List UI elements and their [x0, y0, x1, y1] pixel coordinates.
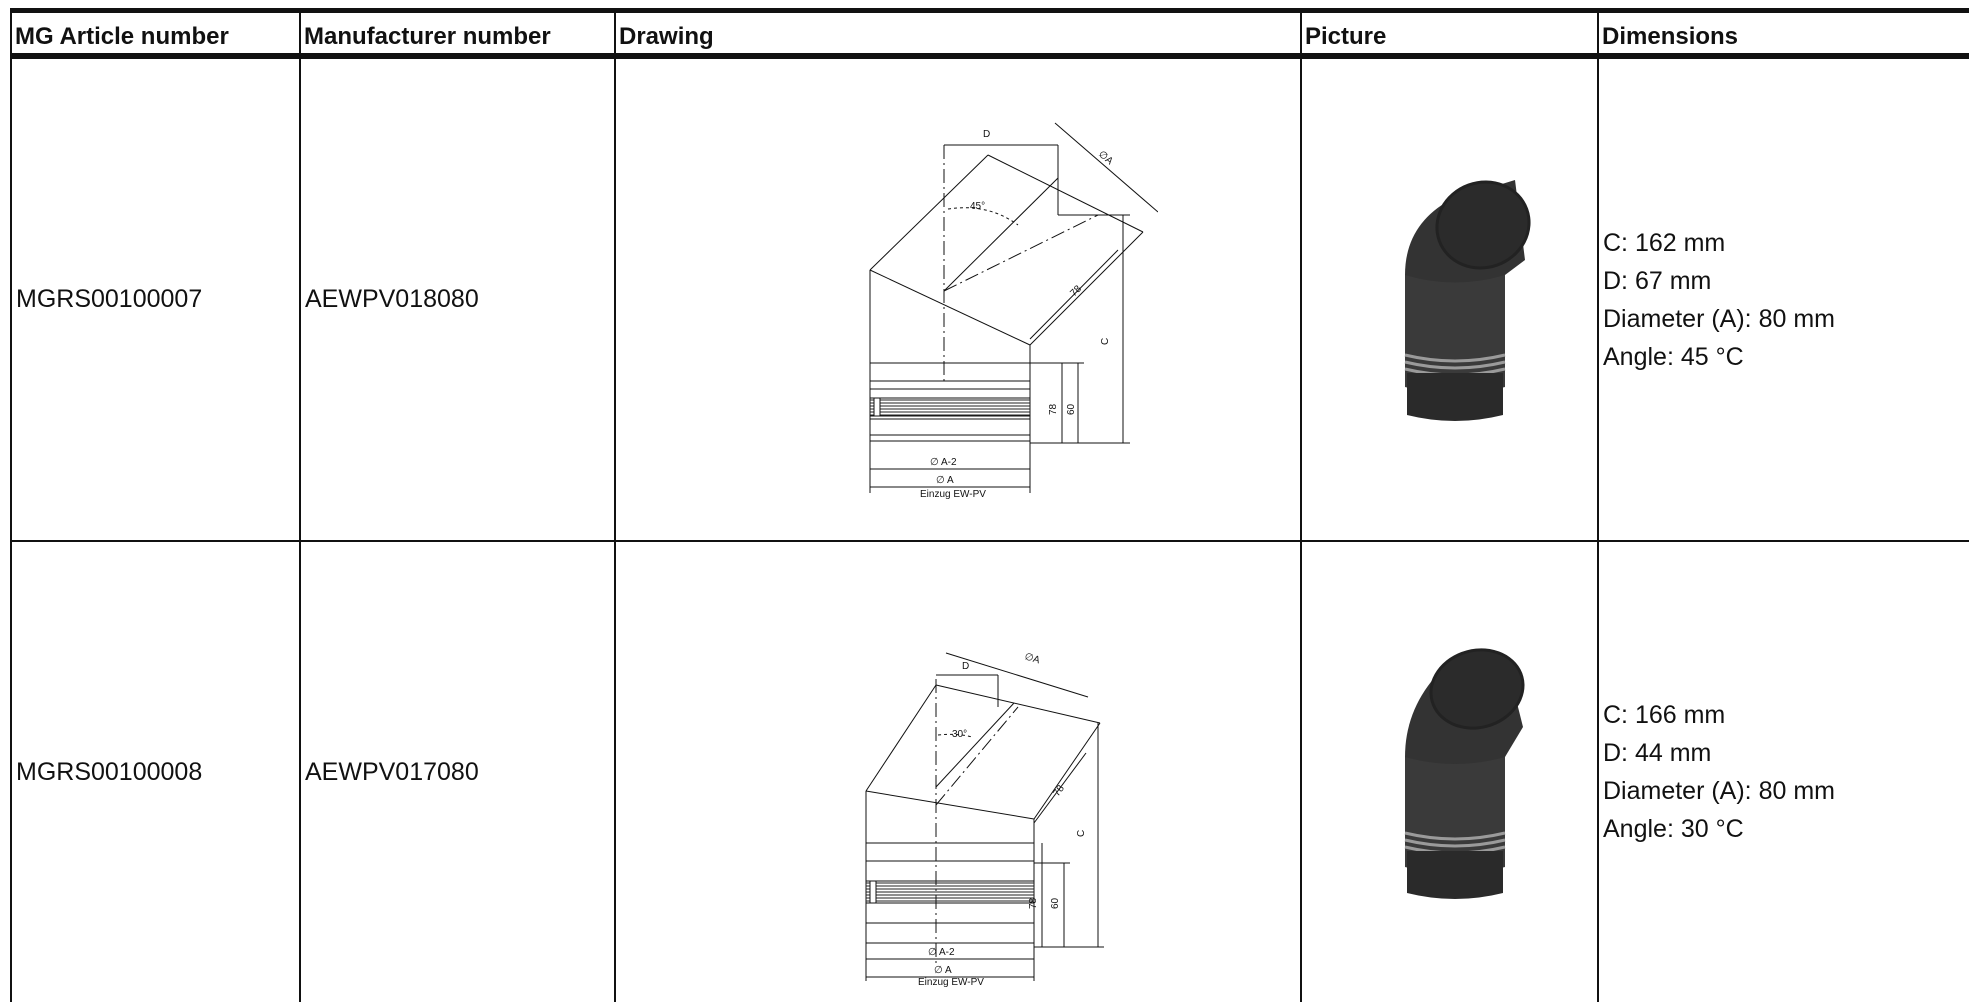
dimension-c: C: 166 mm: [1603, 701, 1726, 729]
label-d: D: [962, 661, 969, 672]
drawing-cell: D ∅A 30° 78 C 78 60 ∅ A-2 ∅ A Einzug EW-…: [614, 540, 1302, 1002]
dimension-diameter: Diameter (A): 80 mm: [1603, 777, 1835, 805]
label-a-bottom: ∅ A: [934, 965, 952, 976]
article-number-cell: MGRS00100008: [10, 540, 301, 1002]
label-a2: ∅ A-2: [930, 457, 957, 468]
manufacturer-number-cell: AEWPV018080: [299, 55, 616, 542]
drawing-cell: D ∅A 45° 78 C 78 60 ∅ A-2 ∅ A Einzug EW-…: [614, 55, 1302, 542]
label-78-angled: 78: [1068, 283, 1084, 299]
label-a-bottom: ∅ A: [936, 475, 954, 486]
label-c: C: [1076, 830, 1087, 837]
header-drawing: Drawing: [614, 8, 1302, 59]
dimension-angle: Angle: 30 °C: [1603, 815, 1744, 843]
technical-drawing-45: D ∅A 45° 78 C 78 60 ∅ A-2 ∅ A Einzug EW-…: [869, 122, 1158, 500]
header-dimensions: Dimensions: [1597, 8, 1969, 59]
label-einzug: Einzug EW-PV: [918, 977, 984, 987]
dimension-d: D: 44 mm: [1603, 739, 1712, 767]
label-78: 78: [1028, 897, 1039, 909]
label-78: 78: [1048, 403, 1059, 415]
technical-drawing-30: D ∅A 30° 78 C 78 60 ∅ A-2 ∅ A Einzug EW-…: [865, 651, 1104, 987]
label-60: 60: [1066, 403, 1077, 415]
header-manufacturer-number: Manufacturer number: [299, 8, 616, 59]
manufacturer-number-cell: AEWPV017080: [299, 540, 616, 1002]
article-table: MG Article number Manufacturer number Dr…: [10, 8, 1969, 1002]
dimension-c: C: 162 mm: [1603, 228, 1726, 257]
pipe-elbow-30-image: [1404, 648, 1525, 899]
article-number-cell: MGRS00100007: [10, 55, 301, 542]
label-a2: ∅ A-2: [928, 947, 955, 958]
label-angle: 45°: [970, 201, 985, 212]
table-row: MGRS00100008 AEWPV017080: [10, 540, 1969, 1002]
label-c: C: [1100, 337, 1111, 344]
dimension-angle: Angle: 45 °C: [1603, 342, 1744, 371]
table-row: MGRS00100007 AEWPV018080: [10, 55, 1969, 542]
picture-cell: [1300, 55, 1599, 542]
header-article-number: MG Article number: [10, 8, 301, 59]
label-60: 60: [1050, 897, 1061, 909]
dimension-d: D: 67 mm: [1603, 266, 1712, 295]
dimension-diameter: Diameter (A): 80 mm: [1603, 304, 1835, 333]
header-row: MG Article number Manufacturer number Dr…: [10, 8, 1969, 59]
picture-cell: [1300, 540, 1599, 1002]
spec-sheet: MG Article number Manufacturer number Dr…: [10, 8, 1969, 1002]
header-picture: Picture: [1300, 8, 1599, 59]
label-angle: 30°: [952, 729, 967, 740]
pipe-elbow-45-image: [1404, 179, 1531, 421]
dimensions-cell: C: 162 mm D: 67 mm Diameter (A): 80 mm A…: [1597, 55, 1969, 542]
dimensions-cell: C: 166 mm D: 44 mm Diameter (A): 80 mm A…: [1597, 540, 1969, 1002]
label-einzug: Einzug EW-PV: [920, 489, 986, 500]
label-d: D: [983, 129, 990, 140]
label-a: ∅A: [1096, 148, 1115, 167]
label-a: ∅A: [1023, 651, 1041, 666]
